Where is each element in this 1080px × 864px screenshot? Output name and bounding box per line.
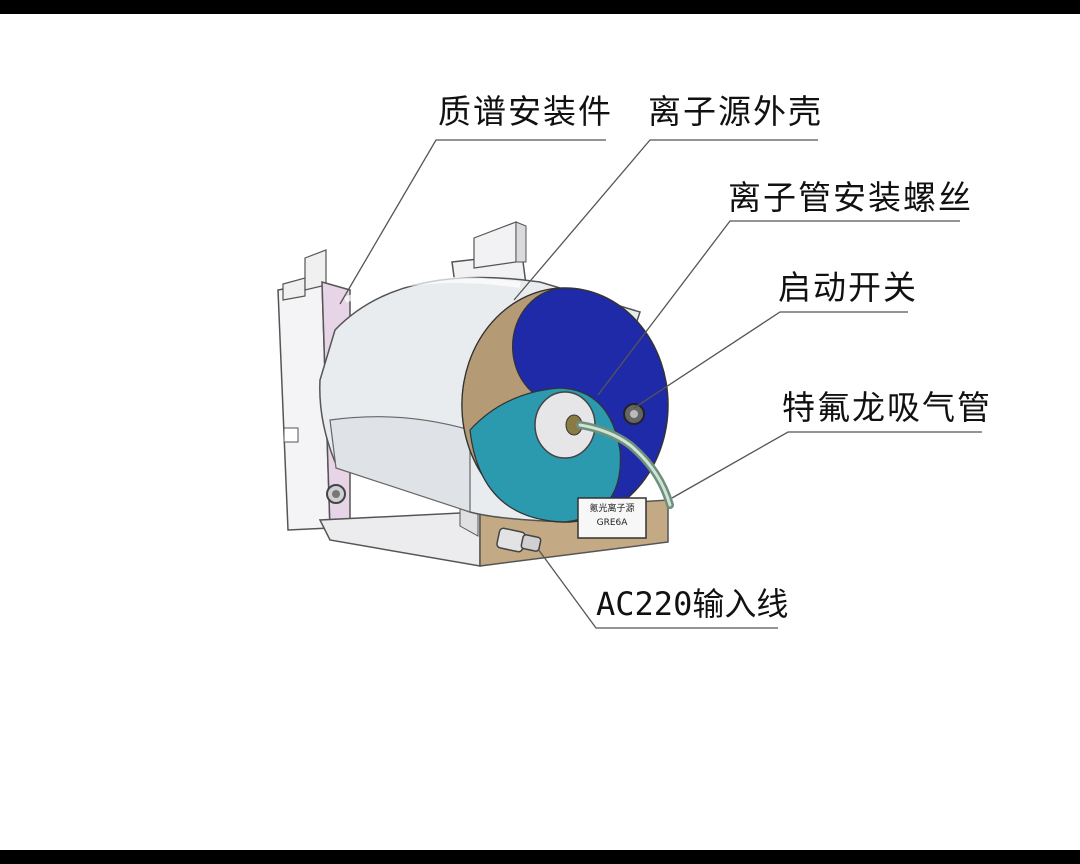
front-face xyxy=(461,287,669,523)
ion-source-diagram xyxy=(277,139,982,629)
ac220-connector xyxy=(496,527,542,553)
nameplate-line2: GRE6A xyxy=(596,518,628,528)
bottom-black-bar xyxy=(0,850,1080,864)
label-ion-tube-screw: 离子管安装螺丝 xyxy=(728,178,973,217)
label-mass-spec-mount: 质谱安装件 xyxy=(438,92,613,131)
nameplate xyxy=(577,497,647,539)
leader-lines xyxy=(339,139,982,629)
label-ion-source-housing: 离子源外壳 xyxy=(648,92,823,131)
label-teflon-intake-tube: 特氟龙吸气管 xyxy=(782,388,992,427)
nameplate-line1: 氪光离子源 xyxy=(589,504,635,514)
label-ac220-input: AC220输入线 xyxy=(596,585,789,623)
top-black-bar xyxy=(0,0,1080,14)
nameplate-text: 氪光离子源 GRE6A xyxy=(580,502,644,530)
label-start-switch: 启动开关 xyxy=(778,268,918,307)
